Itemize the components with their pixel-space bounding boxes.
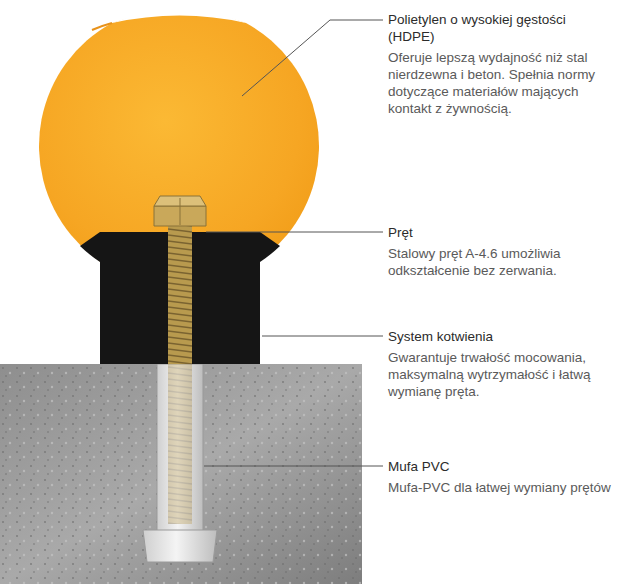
part-description: Mufa-PVC dla łatwej wymiany prętów bbox=[388, 479, 612, 496]
part-description: Gwarantuje trwałość mocowania, maksymaln… bbox=[388, 349, 612, 400]
part-description: Stalowy pręt A-4.6 umożliwia odkształcen… bbox=[388, 245, 612, 279]
part-description: Oferuje lepszą wydajność niż stal nierdz… bbox=[388, 49, 612, 117]
leader-line bbox=[204, 466, 383, 467]
profile-notch bbox=[112, 10, 246, 24]
steel-rod bbox=[168, 218, 192, 364]
leader-line bbox=[262, 336, 383, 337]
sleeve-base bbox=[143, 530, 217, 562]
concrete-texture bbox=[0, 364, 362, 584]
leader-line bbox=[206, 232, 383, 233]
pvc-sleeve bbox=[157, 364, 203, 534]
part-name: Mufa PVC bbox=[388, 458, 612, 475]
leader-line bbox=[242, 20, 383, 96]
concrete-base bbox=[0, 364, 362, 584]
part-name: Pręt bbox=[388, 224, 612, 241]
part-name: Polietylen o wysokiej gęstości (HDPE) bbox=[388, 11, 612, 45]
part-name: System kotwienia bbox=[388, 328, 612, 345]
